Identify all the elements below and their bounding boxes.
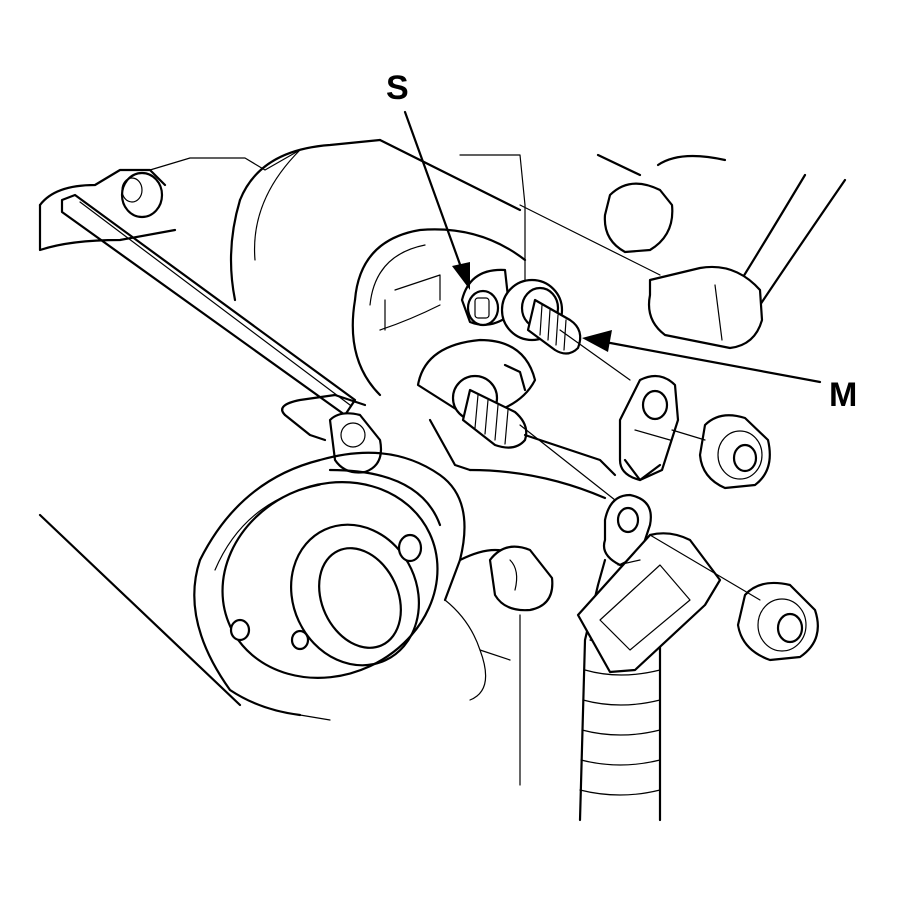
pinion-end-cover xyxy=(221,481,439,679)
bolt-head-lower xyxy=(488,545,554,612)
motor-front-housing xyxy=(38,451,522,717)
rear-plate xyxy=(281,393,383,474)
terminal-boot-cover xyxy=(576,532,722,674)
callout-s-label: S xyxy=(386,69,409,107)
wire-clip-bracket xyxy=(428,363,617,500)
callout-s-arrowhead xyxy=(452,262,470,290)
background-lines xyxy=(299,599,521,786)
bolt-head-upper xyxy=(120,171,164,219)
alignment-lines xyxy=(519,329,761,601)
callout-m: M xyxy=(582,330,857,414)
m-terminal-eyelet xyxy=(618,374,680,482)
flange-nut-upper xyxy=(698,414,771,490)
callout-m-label: M xyxy=(829,376,857,414)
m-terminal-stud xyxy=(500,278,582,355)
solenoid-housing-lines xyxy=(459,153,727,291)
callout-m-arrowhead xyxy=(582,330,612,352)
b-terminal-stud xyxy=(416,338,537,449)
hose-cap xyxy=(603,173,847,350)
mounting-bracket-arm xyxy=(38,149,357,417)
flange-nut-lower xyxy=(736,581,819,662)
callout-s: S xyxy=(386,69,470,290)
starter-motor-body xyxy=(229,138,527,397)
